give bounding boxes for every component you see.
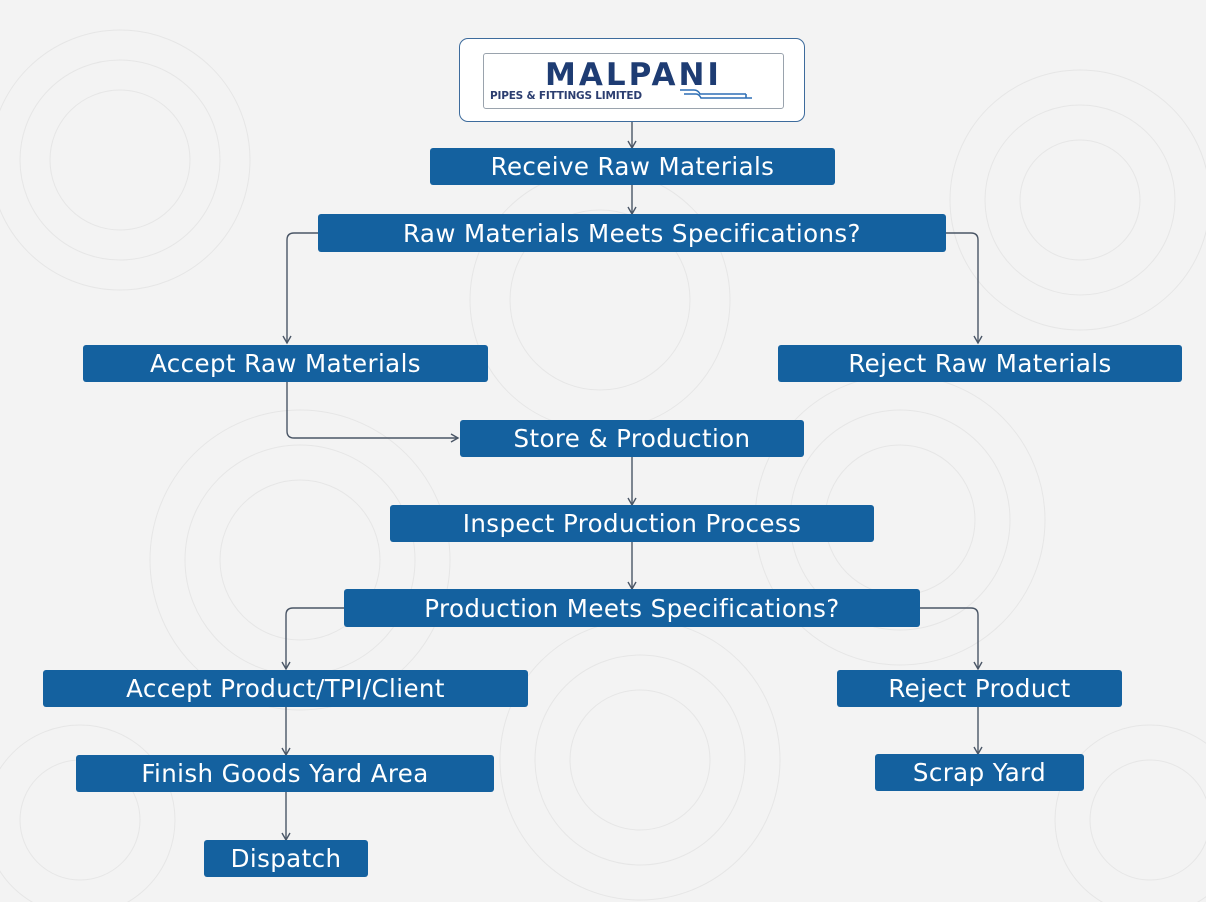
node-accept-product-tpi-client: Accept Product/TPI/Client — [43, 670, 528, 707]
connector-raw-check-to-reject-raw — [946, 232, 983, 345]
node-reject-raw-materials: Reject Raw Materials — [778, 345, 1182, 382]
decision-raw-materials-specs: Raw Materials Meets Specifications? — [318, 214, 946, 252]
connector-prod-check-to-reject-product — [920, 607, 983, 671]
node-accept-raw-materials: Accept Raw Materials — [83, 345, 488, 382]
node-inspect-production-process: Inspect Production Process — [390, 505, 874, 542]
decision-production-specs: Production Meets Specifications? — [344, 589, 920, 627]
node-reject-product: Reject Product — [837, 670, 1122, 707]
connector-prod-check-to-accept-product — [281, 607, 344, 671]
pipe-swoosh-icon — [680, 89, 752, 99]
node-finish-goods-yard-area: Finish Goods Yard Area — [76, 755, 494, 792]
logo-wordmark: MALPANI — [545, 57, 722, 93]
connector-accept-raw-to-store — [286, 381, 460, 443]
node-store-and-production: Store & Production — [460, 420, 804, 457]
logo-frame: MALPANI PIPES & FITTINGS LIMITED — [483, 53, 784, 109]
node-dispatch: Dispatch — [204, 840, 368, 877]
company-logo: MALPANI PIPES & FITTINGS LIMITED — [459, 38, 805, 122]
connector-raw-check-to-accept-raw — [282, 232, 318, 345]
node-receive-raw-materials: Receive Raw Materials — [430, 148, 835, 185]
logo-tagline: PIPES & FITTINGS LIMITED — [490, 90, 642, 102]
node-scrap-yard: Scrap Yard — [875, 754, 1084, 791]
